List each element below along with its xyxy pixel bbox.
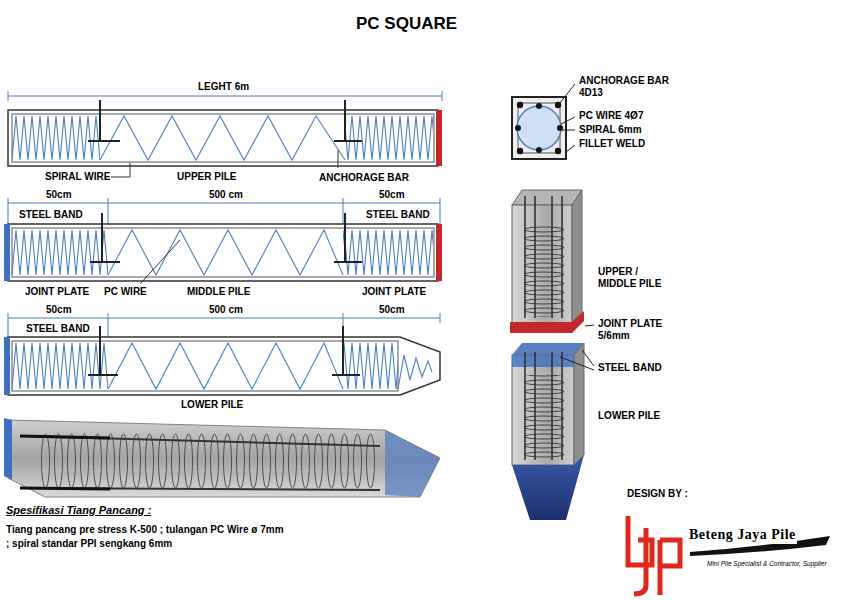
dimension-label: LEGHT 6m	[197, 81, 250, 93]
part-label: MIDDLE PILE	[186, 286, 251, 298]
spec-note: Tiang pancang pre stress K-500 ; tulanga…	[5, 524, 285, 536]
part-label: JOINT PLATE	[361, 286, 427, 298]
part-label: STEEL BAND	[597, 362, 663, 374]
part-label: STEEL BAND	[365, 209, 431, 221]
part-label: JOINT PLATE	[24, 286, 90, 298]
part-label: SPIRAL WIRE	[44, 171, 111, 183]
credit-label: DESIGN BY :	[626, 488, 689, 500]
part-label: STEEL BAND	[18, 209, 84, 221]
part-label: STEEL BAND	[25, 323, 91, 335]
page-title: PC SQUARE	[356, 14, 457, 34]
part-label: LOWER PILE	[597, 410, 661, 422]
dimension-label: 50cm	[45, 304, 73, 316]
company-name: Beteng Jaya Pile	[688, 527, 797, 544]
section-label: PC WIRE 4Ø7	[578, 110, 644, 122]
section-label: FILLET WELD	[578, 138, 646, 150]
section-label: ANCHORAGE BAR 4D13	[578, 75, 676, 99]
spec-heading: Spesifikasi Tiang Pancang :	[5, 504, 152, 517]
dimension-label: 50cm	[378, 304, 406, 316]
part-label: PC WIRE	[103, 286, 148, 298]
dimension-label: 50cm	[378, 189, 406, 201]
section-label: SPIRAL 6mm	[578, 124, 643, 136]
part-label: UPPER PILE	[176, 171, 237, 183]
spec-note: ; spiral standar PPI sengkang 6mm	[5, 538, 173, 550]
company-tagline: Mini Pile Specialist & Contractor, Suppl…	[706, 560, 828, 568]
part-label: ANCHORAGE BAR	[318, 172, 410, 184]
dimension-label: 50cm	[45, 189, 73, 201]
part-label: JOINT PLATE 5/6mm	[597, 318, 671, 342]
dimension-label: 500 cm	[208, 304, 244, 316]
dimension-label: 500 cm	[208, 189, 244, 201]
part-label: LOWER PILE	[180, 399, 244, 411]
part-label: UPPER / MIDDLE PILE	[597, 266, 669, 290]
